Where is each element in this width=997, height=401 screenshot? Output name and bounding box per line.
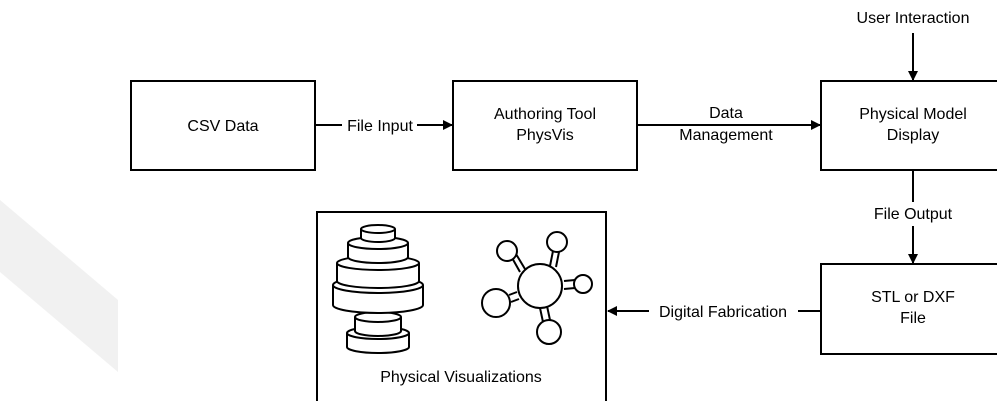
stl-file-box	[820, 263, 997, 355]
stl-file-label-line2: File	[900, 310, 926, 327]
stl-file-label-line1: STL or DXF	[871, 289, 955, 306]
file-input-label: File Input	[347, 118, 413, 135]
file-output-label: File Output	[874, 206, 953, 223]
physical-model-label-line2: Display	[887, 127, 939, 144]
physical-visualizations-label: Physical Visualizations	[380, 369, 542, 386]
user-interaction-label: User Interaction	[857, 10, 970, 27]
authoring-tool-label-line2: PhysVis	[516, 127, 574, 144]
data-management-label-line1: Data	[709, 105, 743, 122]
authoring-tool-box	[452, 80, 638, 171]
molecule-icon	[481, 231, 593, 345]
watermark-shape	[0, 200, 118, 372]
csv-data-box	[130, 80, 316, 171]
data-management-label-line2: Management	[679, 127, 773, 144]
authoring-tool-label-line1: Authoring Tool	[494, 106, 596, 123]
stacked-cylinders-icon	[332, 224, 424, 354]
physical-model-label-line1: Physical Model	[859, 106, 967, 123]
digital-fabrication-label: Digital Fabrication	[659, 304, 787, 321]
csv-data-label: CSV Data	[187, 118, 258, 135]
physical-model-box	[820, 80, 997, 171]
